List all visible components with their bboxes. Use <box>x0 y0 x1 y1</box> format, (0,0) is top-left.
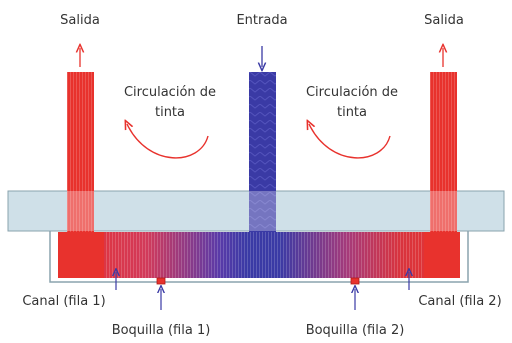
inlet-tube-overlap <box>249 191 276 231</box>
channel-texture <box>58 232 460 278</box>
inlet-label: Entrada <box>236 13 287 28</box>
outlet-left-label: Salida <box>60 13 100 28</box>
ink-channel <box>49 227 469 283</box>
circulation-left-label-line2: tinta <box>155 105 185 120</box>
circulation-right-arrow-icon <box>309 124 391 159</box>
circulation-right-label-line1: Circulación de <box>306 85 398 100</box>
outlet-tube-left-texture <box>67 72 94 232</box>
nozzle-row-1 <box>156 277 166 285</box>
circulation-left-arrow-icon <box>127 124 209 159</box>
outlet-tube-left-overlap <box>67 191 94 231</box>
outlet-tube-right-overlap <box>430 191 457 231</box>
outlet-right-label: Salida <box>424 13 464 28</box>
channel-right-label: Canal (fila 2) <box>418 294 501 309</box>
inlet-tube-texture <box>249 72 276 232</box>
channel-left-label: Canal (fila 1) <box>22 294 105 309</box>
nozzle-right-label: Boquilla (fila 2) <box>306 323 405 338</box>
nozzle-left-label: Boquilla (fila 1) <box>112 323 211 338</box>
inlet-tube <box>249 72 276 232</box>
circulation-right-label-line2: tinta <box>337 105 367 120</box>
nozzle-row-2 <box>350 277 360 285</box>
channel-end-right <box>424 232 460 278</box>
outlet-tube-right-texture <box>430 72 457 232</box>
outlet-tube-right <box>430 72 457 232</box>
outlet-tube-left <box>67 72 94 232</box>
circulation-left-label-line1: Circulación de <box>124 85 216 100</box>
channel-end-left <box>58 232 104 278</box>
